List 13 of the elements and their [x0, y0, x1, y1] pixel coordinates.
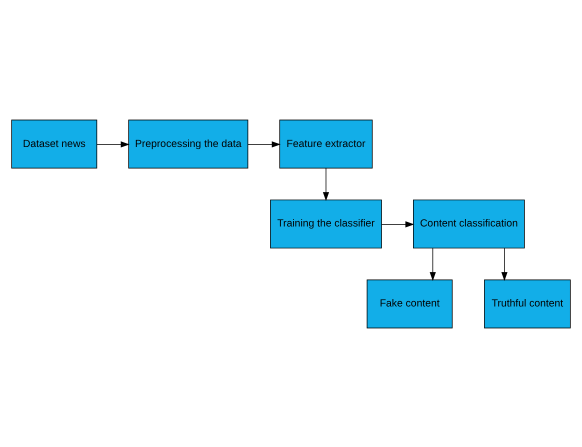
node-box: Dataset news [11, 119, 98, 168]
node-box: Feature extractor [279, 119, 373, 168]
arrow [322, 167, 330, 200]
node-box: Training the classifier [270, 199, 382, 248]
node-box: Fake content [366, 279, 453, 328]
node-box: Content classification [413, 199, 525, 248]
node-box: Truthful content [484, 279, 571, 328]
arrow [381, 220, 414, 227]
arrow [430, 247, 436, 280]
node-box: Preprocessing the data [128, 119, 248, 168]
arrow [501, 247, 508, 280]
arrow [248, 140, 281, 148]
arrow [96, 140, 130, 148]
